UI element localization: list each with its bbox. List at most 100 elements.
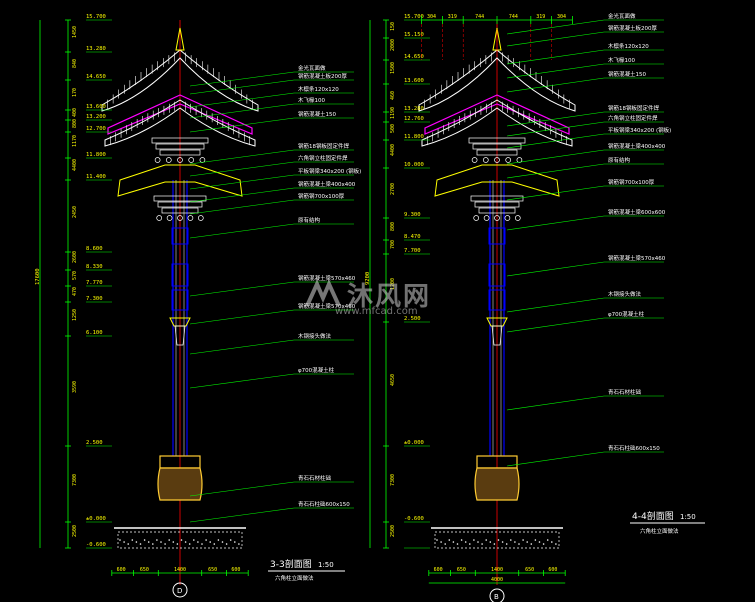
right-vertical-dimensions: 15.70015.15014.65013.60013.28012.76011.8… (365, 14, 430, 549)
right-bottom-dim-value: 600 (548, 567, 557, 573)
right-leader-line (506, 215, 605, 231)
right-dim-value: 1500 (390, 62, 396, 74)
left-leader-line (189, 161, 295, 177)
left-elevation-label: 7.300 (86, 296, 103, 302)
right-top-dim-value: 744 (509, 14, 518, 20)
right-dim-value: 500 (390, 124, 396, 133)
right-upper-bracket (476, 149, 518, 156)
left-foundation-gravel (176, 543, 179, 545)
right-leader-line (506, 163, 605, 179)
left-dim-value: 7300 (72, 474, 78, 486)
left-section-subtitle: 六角柱立面做法 (275, 574, 314, 582)
right-dim-value: 2700 (390, 183, 396, 195)
left-plinth-body (157, 467, 203, 501)
right-callout-text: 六角钢立柱固定件焊 (608, 114, 658, 122)
right-leader-line (506, 451, 605, 467)
right-pagoda (418, 20, 576, 585)
left-elevation-label: 2.500 (86, 440, 103, 446)
left-upper-bracket-node (165, 157, 172, 163)
left-foundation-gravel (234, 541, 236, 543)
left-callout-text: 钢筋18钢板固定件焊 (298, 142, 349, 150)
right-callout-text: 钢筋混凝土150 (608, 70, 646, 78)
left-lower-bracket-node (187, 215, 194, 221)
left-leader-line (189, 223, 295, 239)
right-foundation-gravel (481, 543, 483, 545)
right-foundation-gravel (530, 543, 533, 545)
left-foundation-gravel (143, 539, 146, 541)
right-elevation-label: 9.300 (404, 212, 421, 218)
right-upper-bracket (468, 137, 526, 144)
right-elevation-label: 7.700 (404, 248, 421, 254)
left-foundation-gravel (172, 541, 175, 543)
left-callout-text: 木檩条120x120 (298, 85, 339, 93)
left-leader-line (189, 71, 295, 87)
left-leader-line (189, 187, 295, 203)
left-elevation-label: 12.700 (86, 126, 106, 132)
left-elevation-label: 13.280 (86, 46, 106, 52)
right-beam-box (488, 263, 506, 287)
right-upper-bracket-node (471, 157, 478, 163)
left-foundation (117, 531, 243, 549)
right-lower-bracket (470, 195, 524, 202)
right-foundation-gravel (477, 541, 479, 543)
right-elevation-label: 15.150 (404, 32, 424, 38)
left-foundation-gravel (238, 543, 240, 545)
left-dim-value: 400 (72, 108, 78, 117)
left-leader-line (189, 79, 295, 95)
left-upper-bracket-node (199, 157, 206, 163)
left-foundation-gravel (221, 541, 224, 543)
left-callout-text: 平板钢梁340x200 (钢板) (298, 167, 361, 175)
left-foundation-gravel (147, 541, 150, 543)
right-leader-line (506, 49, 605, 65)
left-leader-line (189, 149, 295, 165)
left-callout-text: 钢筋混凝土板200厚 (298, 72, 347, 80)
right-leader-line (506, 297, 605, 313)
left-callout-text: 木钢接头做法 (298, 332, 332, 340)
left-foundation-gravel (225, 543, 228, 545)
right-callout-text: 金光瓦面做 (608, 12, 636, 20)
left-foundation-gravel (188, 543, 191, 545)
left-elevation-label: 15.700 (86, 14, 106, 20)
right-callout-text: 原有结构 (608, 156, 631, 164)
left-callout-text: φ700混凝土柱 (298, 366, 335, 374)
left-dim-value: 2450 (72, 206, 78, 218)
left-foundation-gravel (156, 539, 158, 541)
left-callout-text: 钢筋钢700x100厚 (298, 192, 345, 200)
left-callouts: 金光瓦面做钢筋混凝土板200厚木檩条120x120木飞椽100钢筋混凝土150钢… (189, 64, 361, 523)
left-axis-marker: D (172, 582, 188, 598)
left-foundation-gravel (205, 539, 207, 541)
left-foundation-gravel (213, 543, 216, 545)
left-foundation-gravel (209, 541, 211, 543)
right-callout-text: 平板钢梁340x200 (钢板) (608, 126, 671, 134)
left-foundation-gravel (152, 543, 154, 545)
left-elevation-label: 13.200 (86, 114, 106, 120)
right-foundation-gravel (444, 543, 447, 545)
left-dim-value: 2600 (72, 251, 78, 263)
left-lower-bracket-node (197, 215, 204, 221)
right-axis-marker-circle (489, 588, 505, 602)
right-bottom-total-value: 4000 (491, 577, 503, 583)
left-elevation-label: 6.100 (86, 330, 103, 336)
left-vertical-dimensions: 15.70013.28014.65013.60013.20012.70011.8… (35, 14, 112, 549)
right-section-scale: 1:50 (680, 513, 696, 521)
left-callout-text: 钢筋混凝土梁570x460 (298, 302, 356, 310)
left-axis-marker-label: D (177, 587, 182, 595)
left-dim-value: 840 (72, 59, 78, 68)
right-foundation-gravel (436, 539, 438, 541)
right-elevation-label: 10.000 (404, 162, 424, 168)
right-callout-text: 钢筋混凝土梁600x600 (608, 208, 666, 216)
left-leader-line (189, 281, 295, 297)
right-top-dim-value: 319 (536, 14, 545, 20)
left-callout-text: 钢筋混凝土梁400x400 (298, 180, 356, 188)
left-foundation-gravel (135, 541, 138, 543)
left-dim-value: 1250 (72, 309, 78, 321)
left-rafter-band (107, 94, 253, 135)
right-foundation (434, 531, 560, 549)
right-section-subtitle: 六角柱立面做法 (640, 527, 679, 535)
right-dim-value: 4400 (390, 144, 396, 156)
right-upper-bracket-node (494, 157, 500, 163)
left-elevation-label: 11.800 (86, 152, 106, 158)
right-dim-value: 150 (390, 22, 396, 31)
